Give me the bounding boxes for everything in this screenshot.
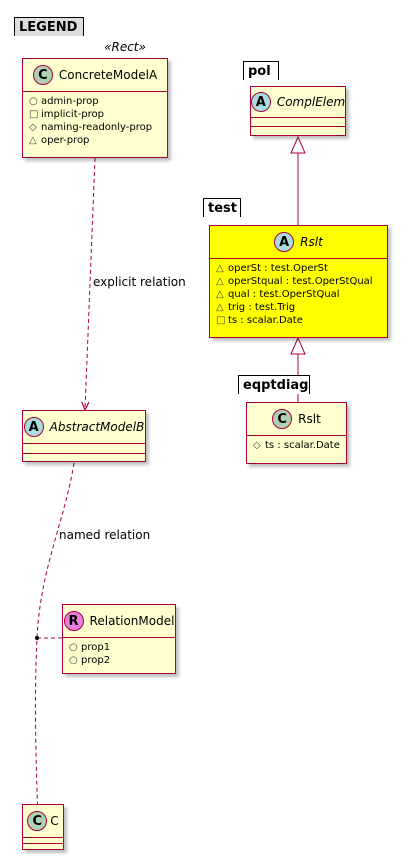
attr-name: trig : test.Trig <box>228 302 296 313</box>
abstract-model-b-class[interactable]: A AbstractModelB <box>22 410 146 462</box>
public-visibility-icon: ○ <box>69 655 78 666</box>
relation-model-name: RelationModel <box>89 614 175 628</box>
attr-row: ◇ naming-readonly-prop <box>29 121 161 134</box>
public-visibility-icon: ○ <box>69 642 78 653</box>
abstract-a-badge-icon: A <box>23 417 44 437</box>
explicit-relation-edge <box>85 157 96 410</box>
pol-package-tab: pol <box>243 61 279 80</box>
class-c-badge-icon: C <box>272 409 293 429</box>
attr-name: qual : test.OperStQual <box>228 289 340 300</box>
c-class[interactable]: C C <box>22 804 64 850</box>
package-visibility-icon: △ <box>216 263 224 274</box>
package-visibility-icon: △ <box>29 135 37 146</box>
relation-model-class[interactable]: R RelationModel ○prop1 ○prop2 <box>62 604 176 674</box>
attr-name: ts : scalar.Date <box>265 440 340 451</box>
named-relation-label: named relation <box>59 528 151 542</box>
test-rslt-name: Rslt <box>300 235 323 249</box>
class-c-badge-icon: C <box>32 65 53 85</box>
relation-r-badge-icon: R <box>63 611 84 631</box>
attr-row: △ oper-prop <box>29 134 161 147</box>
attr-name: implicit-prop <box>41 109 104 120</box>
compl-elem-name: ComplElem <box>276 95 346 109</box>
attr-row: △ operStqual : test.OperStQual <box>216 275 381 288</box>
compl-elem-class[interactable]: A ComplElem <box>250 86 346 136</box>
attr-name: operSt : test.OperSt <box>228 263 328 274</box>
attr-name: oper-prop <box>41 135 90 146</box>
attr-row: ○prop1 <box>69 641 169 654</box>
attr-name: naming-readonly-prop <box>41 122 153 133</box>
eqptdiag-rslt-name: Rslt <box>298 412 321 426</box>
protected-visibility-icon: ◇ <box>253 440 261 451</box>
explicit-relation-label: explicit relation <box>93 275 186 289</box>
attr-row: ◇ ts : scalar.Date <box>253 439 340 452</box>
attr-row: ○admin-prop <box>29 95 161 108</box>
test-package-tab: test <box>203 198 241 217</box>
eqptdiag-rslt-class[interactable]: C Rslt ◇ ts : scalar.Date <box>246 402 347 464</box>
attr-row: □ts : scalar.Date <box>216 314 381 327</box>
package-visibility-icon: △ <box>216 276 224 287</box>
abstract-a-badge-icon: A <box>274 232 295 252</box>
private-visibility-icon: □ <box>29 109 39 120</box>
attr-name: prop2 <box>81 655 111 666</box>
package-visibility-icon: △ <box>216 302 224 313</box>
package-visibility-icon: △ <box>216 289 224 300</box>
eqptdiag-package-tab: eqptdiag <box>238 375 310 394</box>
private-visibility-icon: □ <box>216 315 226 326</box>
attr-row: △ qual : test.OperStQual <box>216 288 381 301</box>
attr-name: ts : scalar.Date <box>228 315 303 326</box>
attr-name: operStqual : test.OperStQual <box>228 276 373 287</box>
protected-visibility-icon: ◇ <box>29 122 37 133</box>
public-visibility-icon: ○ <box>29 96 38 107</box>
attr-row: △ operSt : test.OperSt <box>216 262 381 275</box>
test-rslt-class[interactable]: A Rslt △ operSt : test.OperSt △ operStqual… <box>209 225 388 338</box>
association-join-point <box>35 636 39 640</box>
attr-name: prop1 <box>81 642 111 653</box>
abstract-model-b-name: AbstractModelB <box>49 420 145 434</box>
attr-row: ○prop2 <box>69 654 169 667</box>
attr-row: □implicit-prop <box>29 108 161 121</box>
concrete-model-a-class[interactable]: C ConcreteModelA ○admin-prop □implicit-p… <box>22 58 168 158</box>
legend-package-tab: LEGEND <box>14 17 84 36</box>
abstract-a-badge-icon: A <box>250 92 271 112</box>
attr-name: admin-prop <box>41 96 99 107</box>
class-c-badge-icon: C <box>27 811 48 831</box>
concrete-model-a-name: ConcreteModelA <box>58 68 158 82</box>
attr-row: △ trig : test.Trig <box>216 301 381 314</box>
legend-stereotype: «Rect» <box>104 40 146 54</box>
inheritance-arrowhead-complelem <box>290 135 306 154</box>
c-class-name: C <box>50 814 59 828</box>
inheritance-arrowhead-rslt <box>290 336 306 355</box>
